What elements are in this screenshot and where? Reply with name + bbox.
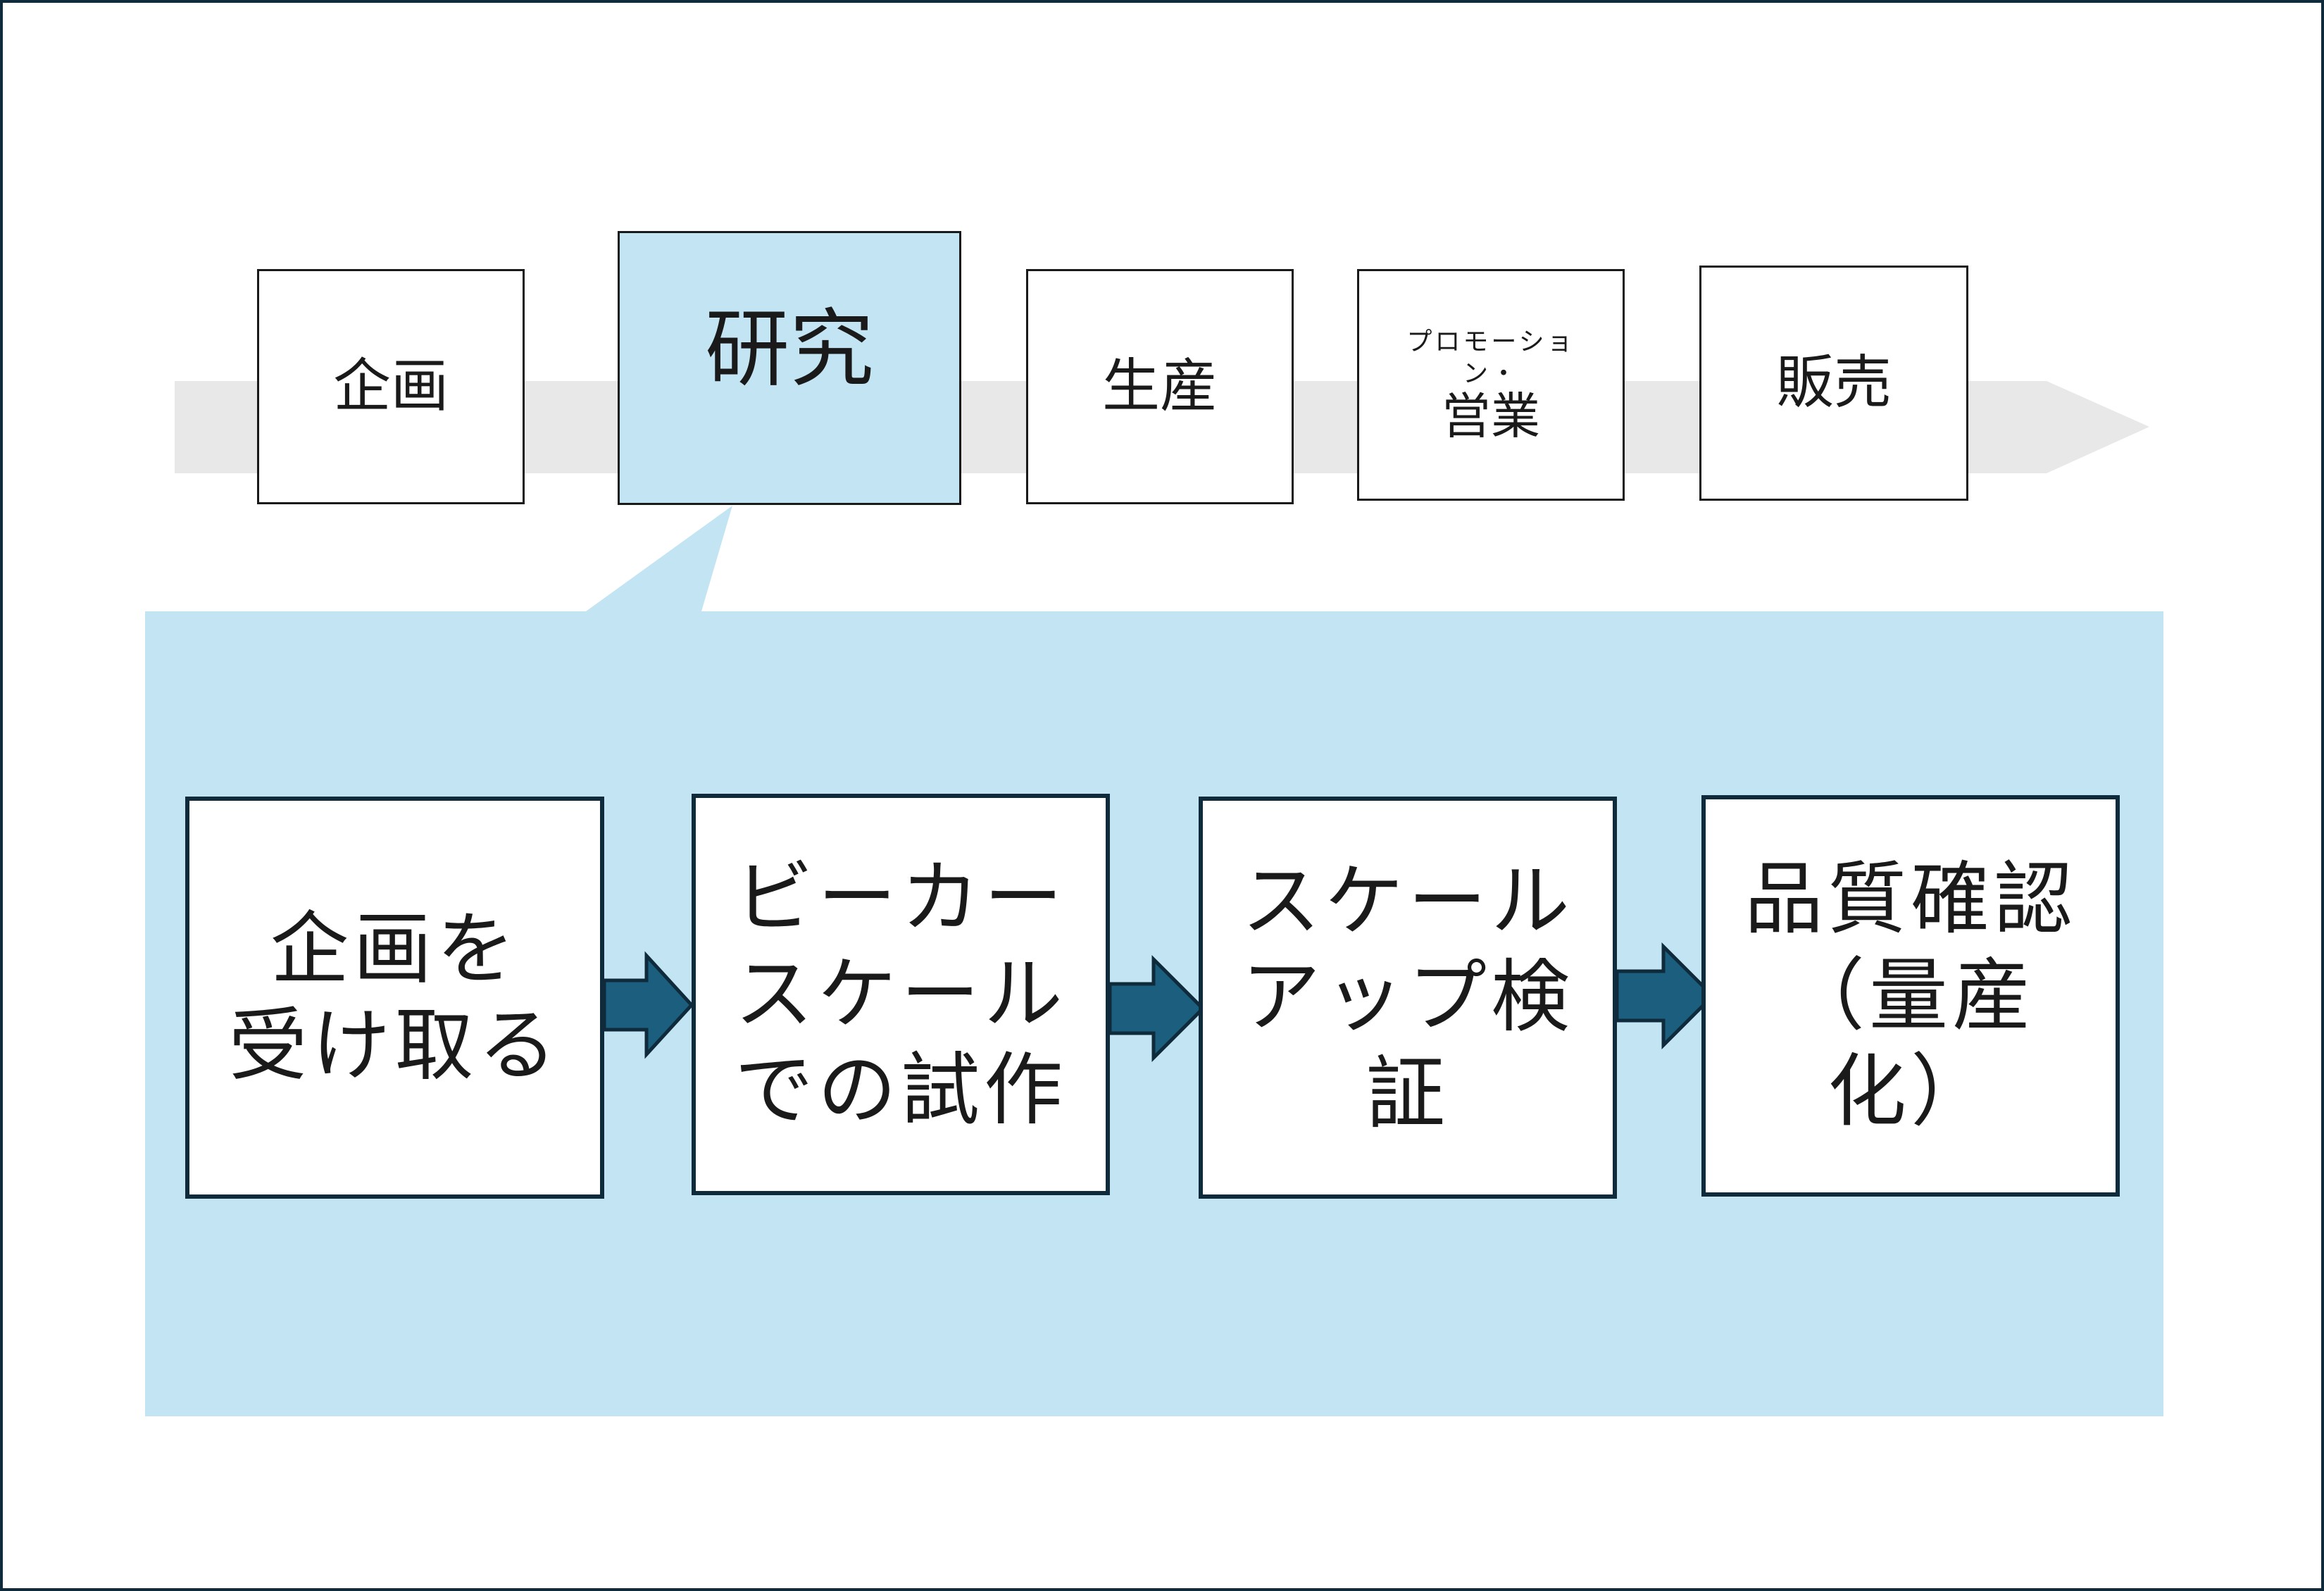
- step-label-quality-check: 品質確認 （量産 化）: [1744, 854, 2077, 1138]
- stage-label-research: 研究: [705, 301, 874, 399]
- flow-arrow-1: [602, 951, 694, 1059]
- step-label-receive-plan: 企画を 受け取る: [228, 903, 561, 1092]
- stage-label-production: 生産: [1101, 352, 1218, 420]
- step-label-scaleup-verify: スケール アップ検 証: [1242, 855, 1574, 1140]
- stage-label-sales: 販売: [1775, 349, 1892, 416]
- step-box-quality-check: 品質確認 （量産 化）: [1701, 795, 2120, 1197]
- stage-box-planning: 企画: [257, 269, 525, 504]
- step-box-receive-plan: 企画を 受け取る: [185, 797, 604, 1199]
- step-label-beaker-trial: ビーカー スケール での試作: [735, 852, 1067, 1137]
- stage-label-promotion-main: 営業: [1442, 387, 1540, 445]
- stage-box-sales: 販売: [1699, 266, 1968, 501]
- flow-arrow-3: [1615, 942, 1716, 1050]
- flow-arrow-2: [1108, 954, 1206, 1063]
- step-box-beaker-trial: ビーカー スケール での試作: [692, 794, 1110, 1195]
- stage-box-promotion: プロモーショ ン・ 営業: [1357, 269, 1625, 501]
- stage-label-promotion-line1: プロモーショ: [1406, 327, 1575, 356]
- stage-box-production: 生産: [1026, 269, 1294, 504]
- stage-box-research: 研究: [618, 231, 961, 505]
- stage-label-promotion-line2: ン・: [1462, 359, 1519, 388]
- stage-label-planning: 企画: [332, 352, 449, 420]
- step-box-scaleup-verify: スケール アップ検 証: [1199, 797, 1617, 1199]
